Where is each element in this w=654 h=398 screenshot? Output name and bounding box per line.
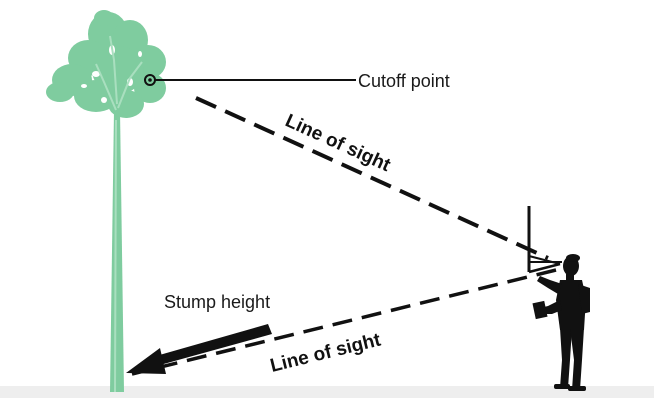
arrow-left-icon — [126, 324, 272, 374]
ground-strip — [0, 386, 654, 398]
label-stump-height: Stump height — [164, 292, 270, 312]
label-cutoff-point: Cutoff point — [358, 71, 450, 91]
clinometer-icon — [527, 206, 562, 274]
line-of-sight-lower — [131, 268, 557, 376]
line-of-sight-upper — [195, 96, 549, 260]
tree-icon — [46, 10, 166, 392]
surveyor-silhouette-icon — [532, 254, 590, 391]
